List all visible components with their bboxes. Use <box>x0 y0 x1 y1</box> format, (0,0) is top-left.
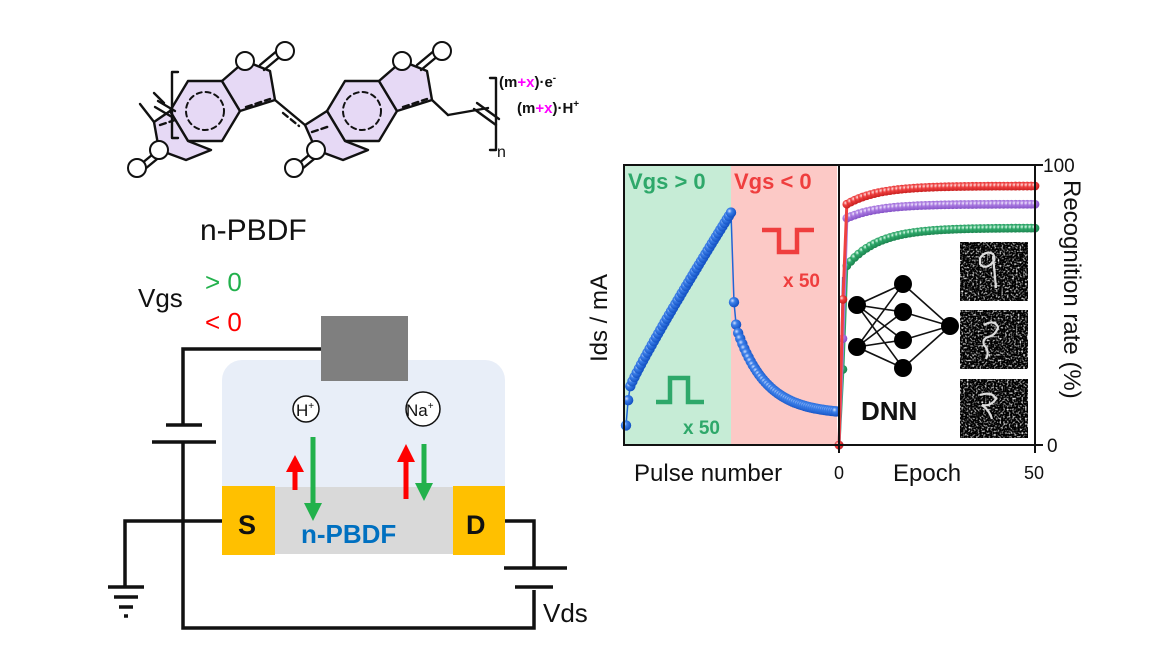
oxygen-circle <box>149 140 169 160</box>
pulse-response-chart: Vgs > 0 Vgs < 0 x 50 x 50 Ids / mA Pulse… <box>586 165 842 487</box>
subscript-n: n <box>497 144 506 161</box>
y-tick-label-0: 0 <box>1047 436 1058 457</box>
digit-image <box>960 310 1028 369</box>
vgs-negative-label: < 0 <box>205 307 242 337</box>
digit-image <box>960 379 1028 438</box>
drain-label: D <box>466 510 486 540</box>
dnn-node <box>941 317 959 335</box>
digit-images <box>960 242 1028 438</box>
gate-electrode <box>321 316 408 381</box>
oxygen-circle <box>392 51 412 71</box>
ids-series <box>620 207 842 431</box>
y-tick-label-100: 100 <box>1043 156 1075 177</box>
dnn-node <box>894 275 912 293</box>
sodium-ion-icon: Na+ <box>405 391 441 427</box>
dnn-node <box>894 359 912 377</box>
positive-pulse-count: x 50 <box>683 418 720 439</box>
molecule-name: n-PBDF <box>200 214 307 247</box>
right-plot-frame <box>838 164 1036 446</box>
series-purple <box>834 199 1040 450</box>
oxygen-atom <box>306 140 326 160</box>
positive-pulse-icon <box>656 375 704 405</box>
oxygen-circle <box>284 158 304 178</box>
region-label-vgs-positive: Vgs > 0 <box>628 169 706 194</box>
up-arrow-icon <box>397 444 415 499</box>
recognition-series <box>834 181 1040 450</box>
region-label-vgs-negative: Vgs < 0 <box>734 169 812 194</box>
dnn-edge <box>856 283 904 348</box>
oxygen-circle <box>275 41 295 61</box>
svg-text:H+: H+ <box>296 401 314 420</box>
dnn-edge <box>856 304 904 341</box>
left-bracket <box>170 70 180 140</box>
y-axis-label-ids: Ids / mA <box>586 274 613 362</box>
recognition-rate-chart: DNN 0 100 0 50 Epoch Recognition rate <box>834 156 1085 487</box>
electron-term: (m+x)·e- <box>499 73 556 91</box>
ids-point <box>728 297 740 308</box>
dnn-edge <box>856 304 904 369</box>
down-arrow-icon <box>304 437 322 521</box>
digit-image <box>960 242 1028 301</box>
transistor-schematic: S D n-PBDF Vgs > 0 < 0 Vds H+ <box>108 267 588 630</box>
circuit-wires <box>108 347 567 630</box>
chart-frames <box>623 164 1043 453</box>
dnn-edge <box>856 311 904 348</box>
oxygen-circle <box>127 158 147 178</box>
channel-label: n-PBDF <box>301 519 396 549</box>
monomer-unit-1 <box>139 48 284 171</box>
oxygen-circle <box>432 41 452 61</box>
x-axis-label-pulse: Pulse number <box>634 460 782 487</box>
dnn-node <box>894 303 912 321</box>
ids-point <box>620 420 632 431</box>
series-point <box>838 295 848 304</box>
proton-term: (m+x)·H+ <box>517 99 579 117</box>
up-arrow-icon <box>286 455 304 490</box>
oxygen-atom <box>235 51 255 71</box>
dnn-node <box>848 338 866 356</box>
negative-pulse-count: x 50 <box>783 271 820 292</box>
oxygen-circle <box>235 51 255 71</box>
oxygen-atom <box>275 41 295 61</box>
ids-point <box>622 395 634 406</box>
ids-point <box>730 319 742 330</box>
ids-point <box>725 207 737 218</box>
oxygen-atom <box>127 158 147 178</box>
svg-text:Na+: Na+ <box>406 401 434 420</box>
down-arrow-icon <box>415 444 433 501</box>
source-electrode <box>222 486 275 555</box>
dnn-diagram <box>848 275 959 377</box>
dnn-edge <box>902 283 951 327</box>
oxygen-atom <box>149 140 169 160</box>
vds-label: Vds <box>543 598 588 628</box>
oxygen-atom <box>284 158 304 178</box>
right-bracket <box>488 76 498 152</box>
drain-electrode <box>453 486 505 555</box>
dnn-label: DNN <box>861 396 917 426</box>
negative-pulse-icon <box>762 227 814 255</box>
vgs-label: Vgs <box>138 283 183 313</box>
oxygen-atoms <box>127 41 452 178</box>
oxygen-atom <box>392 51 412 71</box>
dnn-node <box>848 296 866 314</box>
aromatic-circle <box>185 91 225 131</box>
y-axis-label-recognition: Recognition rate (%) <box>1058 180 1085 399</box>
ion-flux-arrows <box>286 437 433 521</box>
x-tick-label-50: 50 <box>1024 463 1044 483</box>
vgs-positive-label: > 0 <box>205 267 242 297</box>
oxygen-circle <box>306 140 326 160</box>
proton-ion-icon: H+ <box>292 395 320 423</box>
x-tick-label-0: 0 <box>834 463 844 483</box>
source-label: S <box>238 510 256 540</box>
series-green <box>834 223 1040 450</box>
x-axis-label-epoch: Epoch <box>893 460 961 487</box>
dnn-node <box>894 331 912 349</box>
dnn-edge <box>902 325 951 369</box>
oxygen-atom <box>432 41 452 61</box>
